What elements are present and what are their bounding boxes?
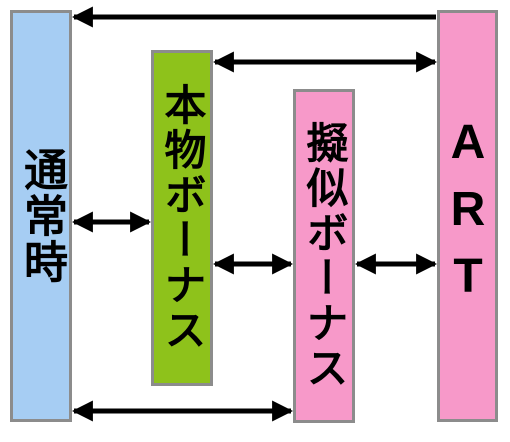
label-normal-mode: 通常時 xyxy=(16,147,67,285)
box-pseudo-bonus: 擬似ボーナス xyxy=(293,89,355,423)
box-real-bonus: 本物ボーナス xyxy=(151,50,213,386)
label-art: ART xyxy=(441,115,495,317)
box-normal-mode: 通常時 xyxy=(10,10,72,422)
label-pseudo-bonus: 擬似ボーナス xyxy=(300,121,349,391)
label-real-bonus: 本物ボーナス xyxy=(158,83,207,353)
box-art: ART xyxy=(437,10,498,422)
